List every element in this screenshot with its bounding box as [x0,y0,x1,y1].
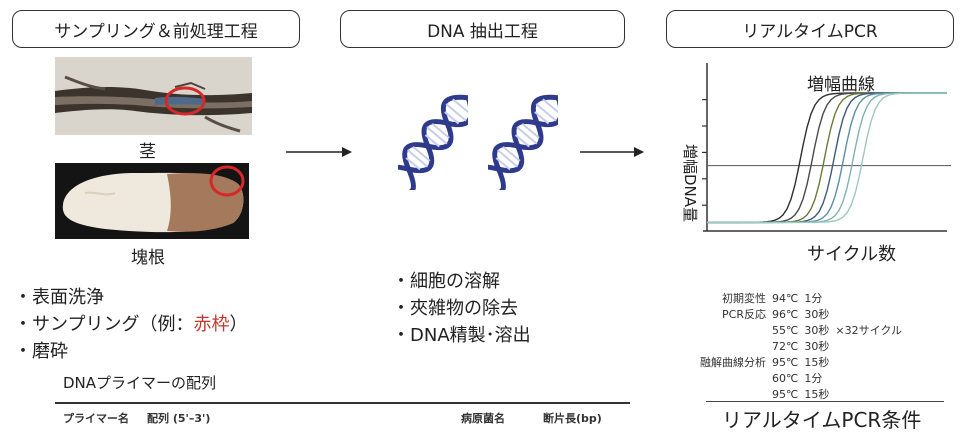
pcr-condition-row: 融解曲線分析 95℃ 15秒 [700,354,908,370]
sampling-steps: ・表面洗浄 ・サンプリング（例：赤枠） ・磨砕 [14,284,247,365]
arrow-to-extraction-icon [286,147,352,157]
pcr-temp-cell: 72℃ [772,339,799,353]
primer-title: DNAプライマーの配列 [63,374,217,392]
pcr-step-cell: 初期変性 [722,292,766,305]
red-frame-highlight: 赤枠 [193,314,230,335]
amplification-curve [707,92,947,224]
primer-table-rule [55,402,630,404]
amplification-curve [707,92,947,224]
primer-col-length: 断片長(bp) [543,412,602,425]
pcr-condition-row: 55℃ 30秒 ×32サイクル [700,322,908,338]
pcr-condition-row: 60℃ 1分 [700,370,908,386]
pcr-note-cell [835,306,908,322]
pcr-note-cell [835,338,908,354]
pcr-step-cell [700,338,772,354]
arrow-to-pcr-icon [580,147,644,157]
pcr-temp-cell: 55℃ [772,323,799,337]
pcr-temp-cell: 60℃ [772,371,799,385]
amplification-curve [707,92,947,224]
amplification-curve [707,92,947,224]
pcr-time-cell: 15秒 [804,388,830,401]
stage-extraction-box: DNA 抽出工程 [340,10,625,48]
pcr-note-cell [835,290,908,306]
stage-pcr-label: リアルタイムPCR [742,21,878,42]
pcr-temp-cell: 94℃ [772,291,799,305]
dna-helix-icon [398,94,468,190]
pcr-condition-row: 初期変性 94℃ 1分 [700,290,908,306]
primer-col-name: プライマー名 [63,412,129,425]
pcr-note-cell [835,386,908,402]
pcr-step-cell [700,386,772,402]
amplification-curve [707,92,947,224]
pcr-time-cell: 30秒 [804,308,830,321]
sampling-step: ・表面洗浄 [14,287,104,308]
amplification-curve [707,92,947,224]
stem-label: 茎 [139,142,156,162]
chart-xlabel: サイクル数 [807,244,896,265]
stem-sample-marker [164,86,206,116]
tuber-sample-marker [209,165,245,197]
dna-helix-icon [488,94,558,190]
pcr-condition-row: 95℃ 15秒 [700,386,908,402]
pcr-note-cell: ×32サイクル [835,324,903,337]
stem-photo [55,57,252,135]
pcr-time-cell: 1分 [804,372,823,385]
chart-ylabel: 増幅DNA量 [681,144,699,222]
stage-sampling-box: サンプリング＆前処理工程 [12,10,300,48]
pcr-step-cell: PCR反応 [722,308,766,321]
stage-sampling-label: サンプリング＆前処理工程 [54,21,258,42]
primer-col-pathogen: 病原菌名 [461,412,505,425]
extraction-step: ・夾雑物の除去 [392,298,518,319]
amplification-curve [707,92,947,224]
tuber-label: 塊根 [131,248,165,268]
sampling-step: ・サンプリング（例：赤枠） [14,314,248,335]
pcr-condition-row: PCR反応 96℃ 30秒 [700,306,908,322]
pcr-temp-cell: 96℃ [772,307,799,321]
stage-pcr-box: リアルタイムPCR [666,10,954,48]
pcr-condition-row: 72℃ 30秒 [700,338,908,354]
extraction-step: ・細胞の溶解 [392,271,500,292]
pcr-note-cell [835,370,908,386]
amplification-chart: 増幅曲線 増幅DNA量 サイクル数 [681,63,951,265]
pcr-step-cell: 融解曲線分析 [700,356,766,369]
stage-extraction-label: DNA 抽出工程 [427,21,538,42]
pcr-step-cell [700,370,772,386]
extraction-step: ・DNA精製･溶出 [392,325,531,346]
sampling-step: ・磨砕 [14,341,68,362]
pcr-temp-cell: 95℃ [772,387,799,401]
pcr-conditions-caption: リアルタイムPCR条件 [722,408,922,432]
pcr-time-cell: 1分 [804,292,823,305]
chart-title: 増幅曲線 [807,75,875,95]
pcr-time-cell: 15秒 [804,356,830,369]
pcr-temp-cell: 95℃ [772,355,799,369]
extraction-steps: ・細胞の溶解 ・夾雑物の除去 ・DNA精製･溶出 [392,268,531,349]
primer-col-sequence: 配列 (5'–3') [147,412,211,425]
pcr-note-cell [835,354,908,370]
pcr-step-cell [700,322,772,338]
pcr-time-cell: 30秒 [804,324,830,337]
tuber-photo [55,163,249,239]
pcr-conditions-underline [706,401,944,402]
pcr-time-cell: 30秒 [804,340,830,353]
